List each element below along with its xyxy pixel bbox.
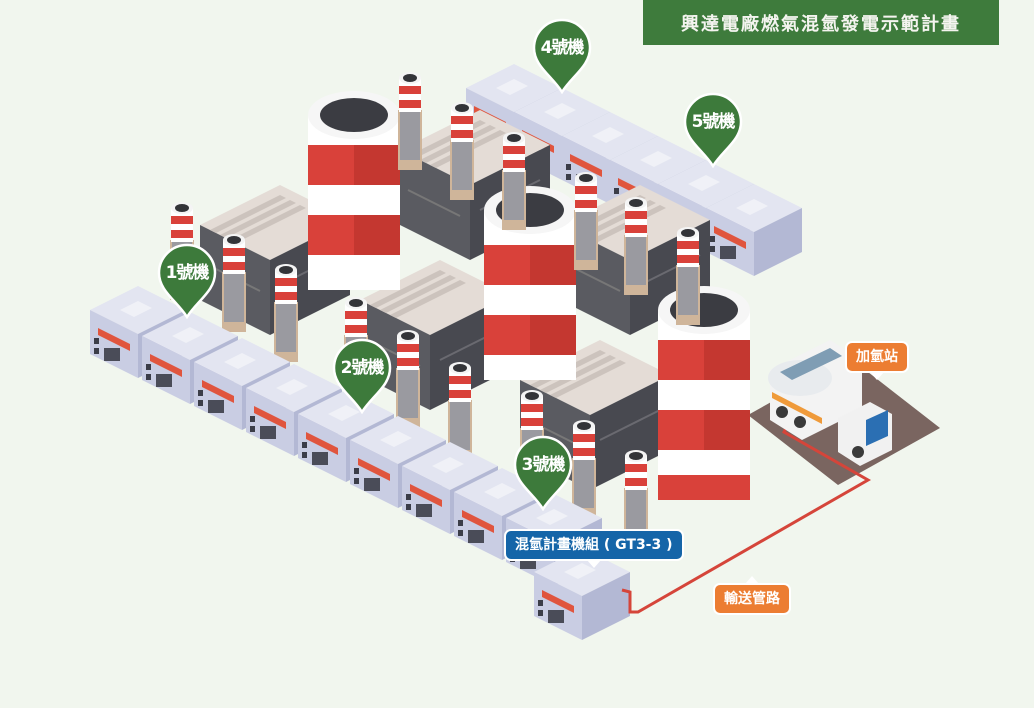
unit-1-label: 1號機 (165, 263, 210, 283)
cofiring-unit-callout[interactable]: 混氫計畫機組 ( GT3-3 ) (504, 529, 684, 568)
hydrogen-pipeline (621, 419, 872, 614)
hydrogen-station-callout[interactable]: 加氫站 (845, 341, 909, 380)
map-pin-icon (332, 338, 392, 414)
unit-5-marker[interactable]: 5號機 (683, 92, 743, 168)
unit-5-label: 5號機 (691, 112, 736, 132)
pipeline-label: 輸送管路 (724, 591, 780, 607)
hydrogen-tanker-truck (768, 340, 892, 466)
unit-4-label: 4號機 (540, 38, 585, 58)
unit-4-marker[interactable]: 4號機 (532, 18, 592, 94)
unit-1-marker[interactable]: 1號機 (157, 243, 217, 319)
unit-3-marker[interactable]: 3號機 (513, 435, 573, 511)
map-pin-icon (683, 92, 743, 168)
title-banner: 興達電廠燃氣混氫發電示範計畫 (643, 0, 999, 45)
unit-2-label: 2號機 (340, 358, 385, 378)
map-pin-icon (157, 243, 217, 319)
hydrogen-station-label: 加氫站 (856, 349, 898, 365)
cofiring-unit-label: 混氫計畫機組 ( GT3-3 ) (515, 537, 673, 553)
main-chimney-1 (308, 91, 400, 290)
map-pin-icon (513, 435, 573, 511)
unit-2-marker[interactable]: 2號機 (332, 338, 392, 414)
pipeline-callout[interactable]: 輸送管路 (713, 576, 791, 615)
main-chimney-2 (484, 186, 576, 380)
title-text: 興達電廠燃氣混氫發電示範計畫 (681, 13, 961, 35)
main-chimney-3 (658, 286, 750, 500)
unit-3-label: 3號機 (521, 455, 566, 475)
map-pin-icon (532, 18, 592, 94)
